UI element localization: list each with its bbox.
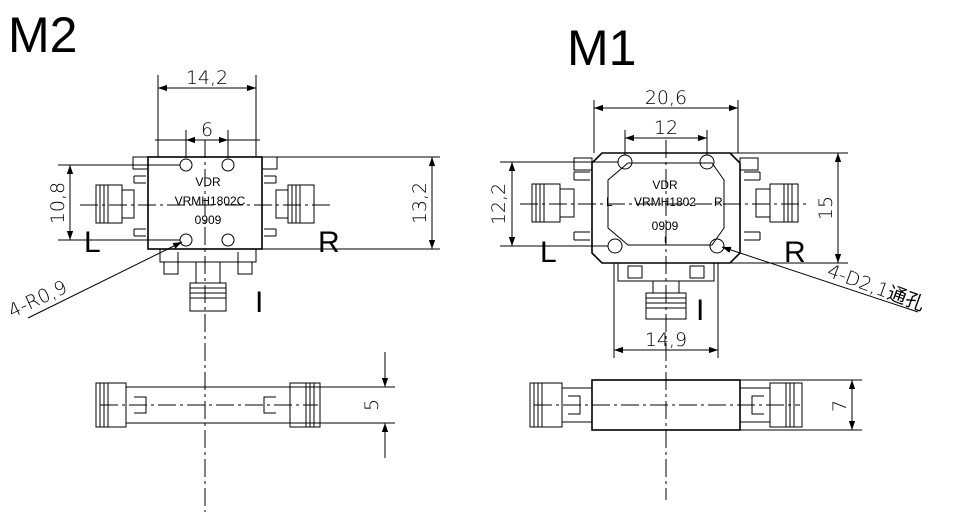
m2-hole-note: 4-R0,9 xyxy=(5,276,71,322)
m1-title: M1 xyxy=(567,20,636,76)
m2-side-view: 5 xyxy=(95,352,395,458)
m2-left-connector xyxy=(95,184,135,224)
m2-mount-hole xyxy=(221,158,235,172)
m1-drawing: M1 xyxy=(488,20,927,500)
m2-mount-hole xyxy=(179,233,193,247)
m2-left-height-dimension: 10,8 xyxy=(47,182,69,224)
m2-port-l: L xyxy=(84,226,101,259)
m2-marking-brand: VDR xyxy=(195,175,221,189)
m1-side-view: 7 xyxy=(529,379,862,431)
m1-label-plate xyxy=(607,162,725,246)
m2-tab xyxy=(261,156,278,170)
m1-marking-inner-r: R xyxy=(714,195,723,209)
m1-left-connector xyxy=(531,183,575,223)
m1-right-connector xyxy=(755,183,799,223)
m2-port-r: R xyxy=(318,226,340,259)
m1-mount-hole xyxy=(607,238,623,254)
m2-right-height-dimension: 13,2 xyxy=(409,182,431,224)
m1-hole-note: 4-D2,1通孔 xyxy=(824,260,927,315)
m2-mount-hole xyxy=(179,158,193,172)
m2-mount-hole xyxy=(221,233,235,247)
m1-thickness-dimension: 7 xyxy=(829,400,851,412)
m1-port-l: L xyxy=(540,236,557,269)
m2-thickness-dimension: 5 xyxy=(361,399,383,411)
m2-right-connector xyxy=(275,184,315,224)
m1-marking-model: VRMH1802 xyxy=(634,195,696,209)
m1-marking-code: 0909 xyxy=(652,219,679,233)
m2-marking-model: VRMH1802C xyxy=(175,194,246,208)
m2-title: M2 xyxy=(8,7,77,63)
m1-mount-hole xyxy=(699,154,715,170)
m1-mount-hole xyxy=(617,154,633,170)
m1-bottom-width-dimension: 14,9 xyxy=(645,329,687,351)
m2-width-dimension: 14,2 xyxy=(186,67,228,89)
m1-right-height-dimension: 15 xyxy=(815,196,837,220)
m2-bottom-connector xyxy=(159,248,257,312)
m1-hole-spacing-dimension: 12 xyxy=(654,117,678,139)
m2-hole-spacing-dimension: 6 xyxy=(201,119,213,141)
m1-marking-inner-l: L xyxy=(606,195,613,209)
m1-port-r: R xyxy=(784,236,806,269)
m1-port-i: I xyxy=(696,294,704,327)
m1-width-dimension: 20,6 xyxy=(645,87,687,109)
m2-tab xyxy=(132,156,149,170)
m1-marking-inner-i: I xyxy=(664,235,667,245)
m1-marking-brand: VDR xyxy=(652,178,678,192)
m2-port-i: I xyxy=(255,286,263,319)
m2-marking-code: 0909 xyxy=(195,213,222,227)
m2-drawing: M2 xyxy=(5,7,440,512)
m1-left-height-dimension: 12,2 xyxy=(488,183,510,225)
m1-mount-hole xyxy=(709,238,725,254)
